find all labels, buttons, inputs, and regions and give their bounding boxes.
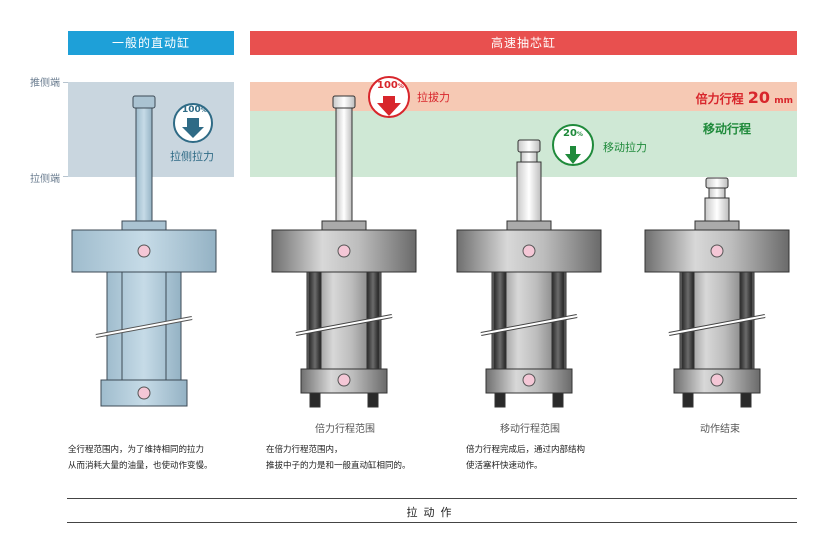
general-description: 全行程范围内，为了维持相同的拉力 从而消耗大量的油量，也使动作变慢。 xyxy=(68,442,213,474)
footer-top-rule xyxy=(67,498,797,499)
pull-end-tick xyxy=(63,176,68,177)
general-description-line-2: 从而消耗大量的油量，也使动作变慢。 xyxy=(68,461,213,471)
move-stroke-label: 移动行程 xyxy=(703,122,752,136)
booster-badge-unit: % xyxy=(397,83,404,90)
move-description-line-2: 使活塞杆快速动作。 xyxy=(466,461,543,471)
booster-badge-percent: 100% xyxy=(377,80,404,91)
general-badge-percent: 100% xyxy=(182,105,207,115)
move-badge-percent: 20% xyxy=(563,128,583,139)
footer-title: 拉动作 xyxy=(406,506,458,519)
move-badge-unit: % xyxy=(576,131,583,138)
booster-range-caption: 倍力行程范围 xyxy=(315,424,375,435)
booster-description: 在倍力行程范围内， 推拔中子的力是和一般直动缸相同的。 xyxy=(266,442,411,474)
move-range-caption: 移动行程范围 xyxy=(500,424,560,435)
booster-description-line-1: 在倍力行程范围内， xyxy=(266,445,343,455)
general-badge-unit: % xyxy=(200,107,207,114)
move-description: 倍力行程完成后，通过内部结构 使活塞杆快速动作。 xyxy=(466,442,585,474)
booster-pull-force-badge xyxy=(368,76,410,118)
general-badge-value: 100 xyxy=(182,105,201,115)
end-caption: 动作结束 xyxy=(700,424,740,435)
booster-description-line-2: 推拔中子的力是和一般直动缸相同的。 xyxy=(266,461,411,471)
footer-bottom-rule xyxy=(67,522,797,523)
booster-cylinder xyxy=(271,95,417,408)
move-cylinder xyxy=(456,139,602,408)
push-end-tick xyxy=(63,82,68,83)
general-description-line-1: 全行程范围内，为了维持相同的拉力 xyxy=(68,445,205,455)
general-cylinder-header: 一般的直动缸 xyxy=(68,31,234,55)
general-cylinder xyxy=(71,95,217,407)
highspeed-cylinder-header: 高速抽芯缸 xyxy=(250,31,797,55)
booster-stroke-label: 倍力行程 20 mm xyxy=(696,88,793,107)
pull-end-label: 拉侧端 xyxy=(30,174,60,185)
move-badge-label: 移动拉力 xyxy=(603,141,647,154)
general-badge-label: 拉侧拉力 xyxy=(170,150,214,163)
end-cylinder xyxy=(644,177,790,408)
push-end-label: 推侧端 xyxy=(30,78,60,89)
booster-badge-value: 100 xyxy=(377,80,398,91)
move-description-line-1: 倍力行程完成后，通过内部结构 xyxy=(466,445,586,455)
move-badge-value: 20 xyxy=(563,128,577,139)
booster-badge-label: 拉拔力 xyxy=(417,91,450,104)
booster-stroke-prefix: 倍力行程 xyxy=(695,92,744,106)
move-pull-force-badge xyxy=(552,124,594,166)
general-pull-force-badge xyxy=(173,103,213,143)
booster-stroke-unit: mm xyxy=(774,96,793,106)
booster-stroke-value: 20 xyxy=(747,88,771,107)
